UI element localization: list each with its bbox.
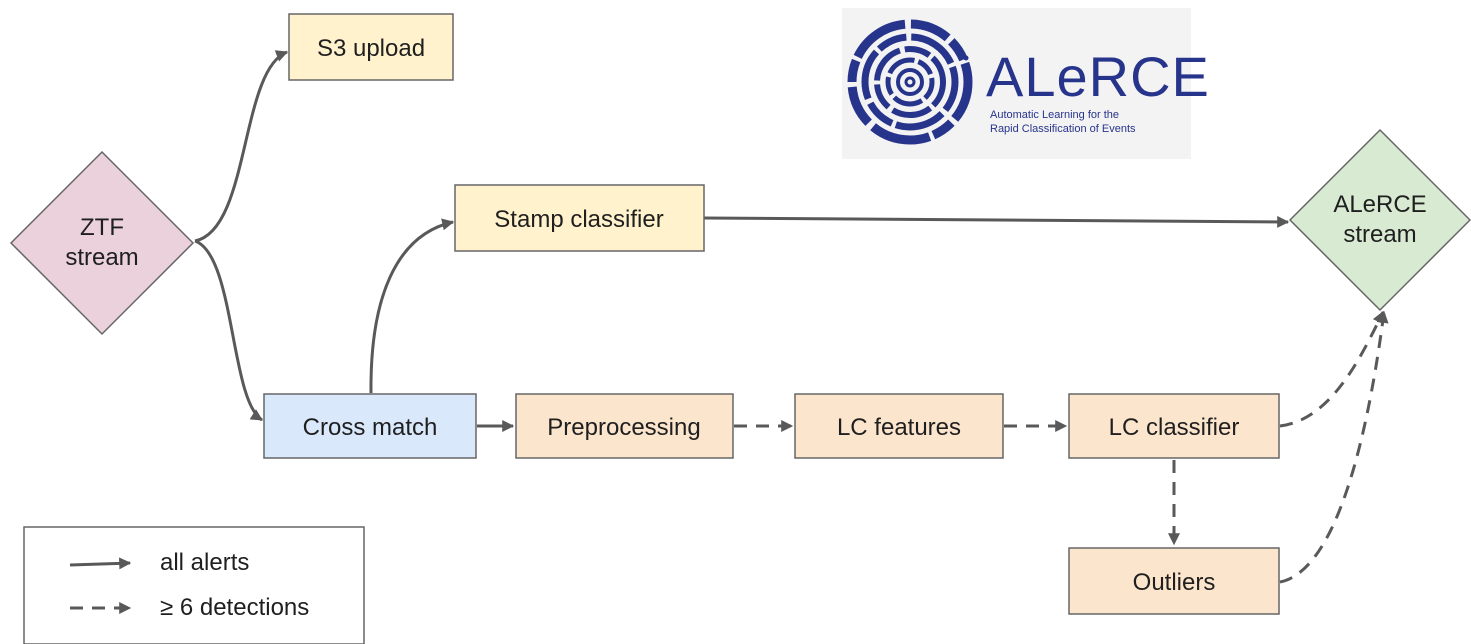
alerce-stream-label-line1: ALeRCE bbox=[1333, 191, 1426, 218]
node-s3-upload: S3 upload bbox=[288, 13, 454, 81]
edge-ztf-to-s3 bbox=[194, 50, 289, 243]
edge-crossmatch-to-stamp bbox=[369, 218, 455, 394]
legend-frame bbox=[23, 526, 365, 644]
edge-stamp-to-alerce bbox=[703, 215, 1290, 228]
node-lc-classifier: LC classifier bbox=[1068, 393, 1280, 459]
logo-subtitle-line1: Automatic Learning for the bbox=[990, 109, 1119, 121]
node-outliers: Outliers bbox=[1068, 547, 1280, 615]
legend-solid-arrow bbox=[69, 557, 132, 570]
preprocessing-label: Preprocessing bbox=[547, 414, 700, 441]
logo-title: ALeRCE bbox=[986, 45, 1210, 108]
legend-dashed-label: ≥ 6 detections bbox=[160, 594, 309, 621]
logo-subtitle-line2: Rapid Classification of Events bbox=[990, 123, 1136, 135]
s3-upload-label: S3 upload bbox=[317, 35, 425, 62]
concentric-rings-icon bbox=[847, 19, 973, 145]
alerce-stream-label-line2: stream bbox=[1343, 221, 1416, 248]
edge-lcclassifier-to-alerce bbox=[1279, 310, 1385, 428]
node-preprocessing: Preprocessing bbox=[515, 393, 734, 459]
outliers-label: Outliers bbox=[1133, 569, 1216, 596]
edges bbox=[194, 50, 1389, 584]
node-stamp-classifier: Stamp classifier bbox=[454, 184, 705, 252]
lc-classifier-label: LC classifier bbox=[1109, 414, 1240, 441]
cross-match-label: Cross match bbox=[303, 414, 438, 441]
legend: all alerts ≥ 6 detections bbox=[23, 526, 365, 644]
node-ztf-stream: ZTF stream bbox=[9, 150, 195, 336]
node-lc-features: LC features bbox=[794, 393, 1004, 459]
ztf-stream-label-line1: ZTF bbox=[80, 214, 124, 241]
ztf-stream-label-line2: stream bbox=[65, 244, 138, 271]
alerce-logo: ALeRCE Automatic Learning for the Rapid … bbox=[842, 8, 1210, 159]
legend-solid-label: all alerts bbox=[160, 549, 249, 576]
stamp-classifier-label: Stamp classifier bbox=[494, 206, 663, 233]
edge-outliers-to-alerce bbox=[1279, 310, 1389, 584]
logo-background bbox=[842, 8, 1191, 159]
node-alerce-stream: ALeRCE stream bbox=[1288, 128, 1471, 312]
edge-ztf-to-crossmatch bbox=[194, 239, 264, 422]
node-cross-match: Cross match bbox=[263, 393, 477, 459]
lc-features-label: LC features bbox=[837, 414, 961, 441]
